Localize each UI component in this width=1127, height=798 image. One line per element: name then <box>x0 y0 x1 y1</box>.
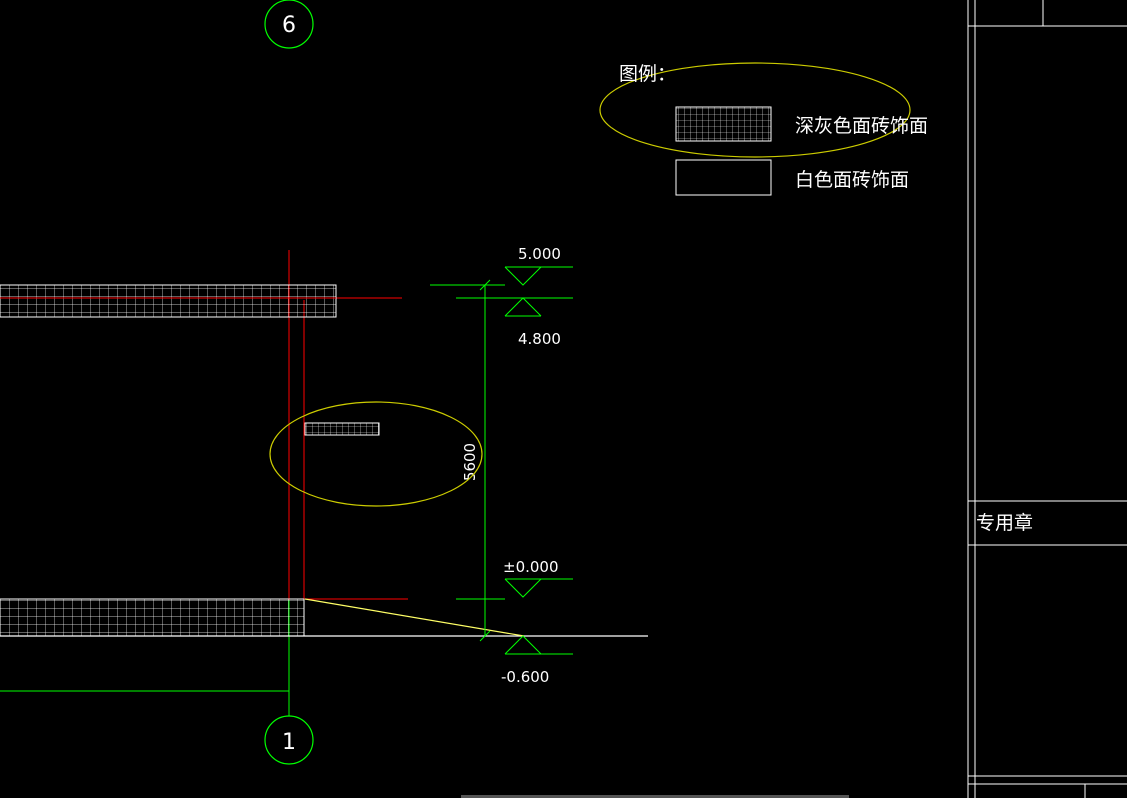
legend-swatch-white-tile <box>675 159 772 196</box>
elevation-label-second: 4.800 <box>518 330 561 348</box>
elevation-label-bottom: -0.600 <box>501 668 549 686</box>
title-block <box>967 0 1127 798</box>
horizontal-scrollbar[interactable] <box>461 795 849 798</box>
axis-number-top: 6 <box>282 13 296 38</box>
legend: 图例： 深灰色面砖饰面 白色面砖饰面 <box>619 63 928 196</box>
stamp-label: 专用章 <box>976 512 1033 534</box>
ramp-slope-line <box>304 598 525 637</box>
legend-label-dark-gray-tile: 深灰色面砖饰面 <box>795 115 928 137</box>
dark-gray-tile-band-lower <box>0 598 305 637</box>
highlight-ellipse-legend <box>599 62 911 158</box>
axis-bubble-top: 6 <box>264 0 314 49</box>
elevation-marker-ground <box>504 578 573 598</box>
height-dimension-value: 5600 <box>461 443 479 481</box>
legend-swatch-dark-gray-tile <box>675 106 772 142</box>
elevation-label-ground: ±0.000 <box>503 558 559 576</box>
legend-title: 图例： <box>619 63 676 85</box>
axis-number-bottom: 1 <box>282 730 296 755</box>
axis-bubble-bottom: 1 <box>264 715 314 765</box>
small-tile-strip <box>304 422 380 436</box>
elevation-marker-bottom <box>504 635 573 655</box>
elevation-label-top: 5.000 <box>518 245 561 263</box>
highlight-ellipse-detail <box>269 401 483 507</box>
elevation-marker-top <box>456 266 573 317</box>
legend-label-white-tile: 白色面砖饰面 <box>795 169 909 191</box>
dimension-leader-green <box>0 690 290 716</box>
dark-gray-tile-band-upper <box>0 284 337 318</box>
height-dimension <box>430 279 505 642</box>
